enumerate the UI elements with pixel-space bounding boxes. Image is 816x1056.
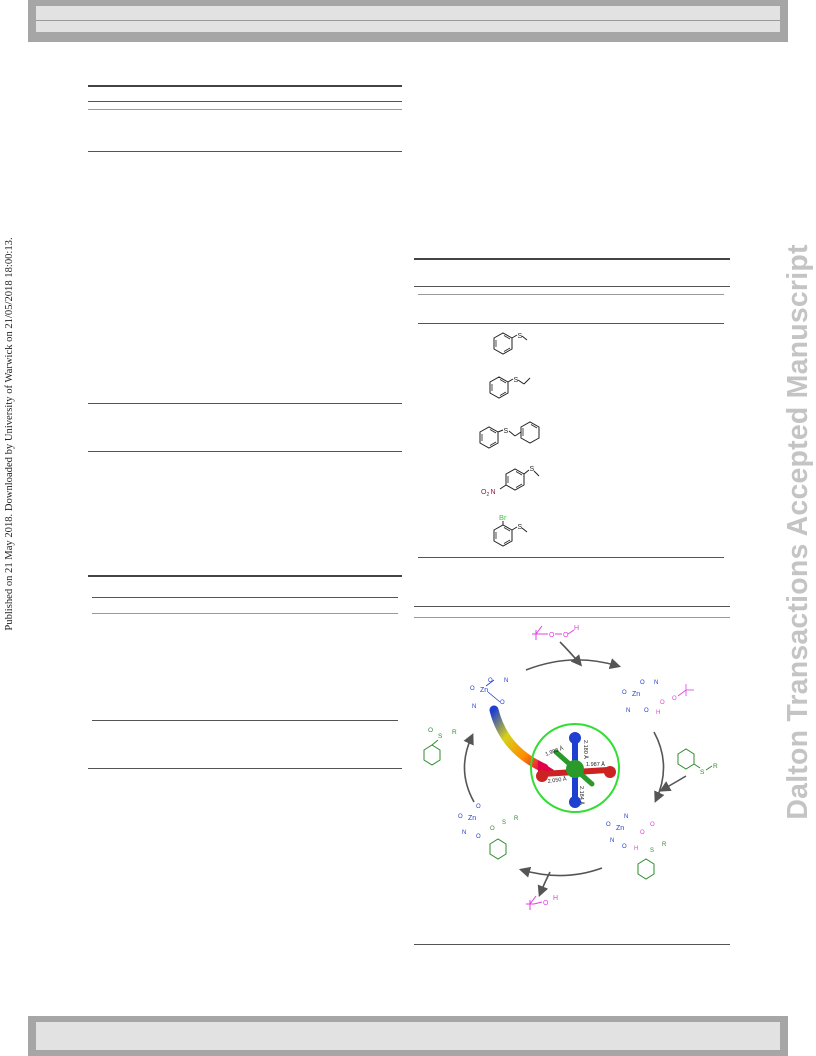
svg-text:O: O	[606, 822, 611, 828]
substrate-ethyl-phenyl-sulfide: S	[489, 376, 531, 399]
svg-text:N: N	[626, 708, 630, 714]
svg-text:R: R	[452, 729, 457, 736]
svg-text:O: O	[640, 830, 645, 836]
svg-text:O: O	[660, 700, 665, 706]
svg-text:O: O	[650, 822, 655, 828]
svg-text:S: S	[438, 733, 443, 740]
tbhp-oxidant: O O H	[532, 625, 579, 640]
svg-text:H: H	[553, 895, 558, 902]
oxygen-label: O	[549, 632, 555, 639]
zinc-complex-top-left: Zn O N O N O	[470, 678, 508, 710]
hydrogen-label: H	[574, 625, 579, 632]
svg-text:O: O	[672, 696, 677, 702]
svg-text:Zn: Zn	[468, 815, 476, 822]
svg-text:Zn: Zn	[632, 691, 640, 698]
svg-text:N: N	[504, 678, 508, 684]
svg-text:O: O	[500, 700, 505, 706]
svg-text:O: O	[428, 727, 433, 734]
svg-text:S: S	[650, 848, 654, 854]
svg-text:N: N	[624, 814, 628, 820]
substrate-4-nitrothioanisole: S O 2 N	[481, 466, 540, 498]
svg-text:O: O	[458, 814, 463, 820]
catalytic-cycle-scheme: 1.993 Å 2.180 Å 1.987 Å 2.050 Å 2.184 Å …	[423, 625, 718, 910]
svg-text:O: O	[476, 834, 481, 840]
svg-text:O: O	[640, 680, 645, 686]
nitro-subscript: 2	[487, 492, 490, 498]
svg-text:O: O	[476, 804, 481, 810]
substrate-benzyl-phenyl-sulfide: S	[479, 421, 540, 449]
svg-text:Zn: Zn	[480, 687, 488, 694]
nitro-oxygen-label: O	[481, 489, 487, 496]
svg-text:H: H	[656, 710, 660, 716]
svg-text:N: N	[654, 680, 658, 686]
zinc-complex-top-right: Zn O N O N O O O H	[622, 680, 694, 716]
rainbow-arrow	[489, 705, 549, 773]
sulfur-label: S	[518, 333, 523, 340]
sulfoxide-product-left: O S R	[423, 727, 457, 766]
svg-text:H: H	[634, 846, 638, 852]
svg-text:R: R	[662, 842, 667, 848]
svg-text:R: R	[713, 763, 718, 770]
svg-text:S: S	[502, 820, 506, 826]
svg-text:S: S	[700, 769, 705, 776]
svg-text:R: R	[514, 816, 519, 822]
bond-length-3: 1.987 Å	[586, 761, 605, 768]
svg-text:O: O	[622, 690, 627, 696]
svg-text:O: O	[488, 678, 493, 684]
publication-side-note: Published on 21 May 2018. Downloaded by …	[4, 237, 15, 631]
sulfide-substrate-right: S R	[677, 748, 718, 776]
zinc-coordination-core: 1.993 Å 2.180 Å 1.987 Å 2.050 Å 2.184 Å	[530, 723, 620, 813]
page-footer-bar	[28, 1016, 788, 1056]
sulfur-label: S	[514, 377, 519, 384]
substrate-2-bromothioanisole: Br S	[493, 513, 528, 547]
sulfur-label: S	[504, 428, 509, 435]
bond-length-2: 2.180 Å	[582, 740, 589, 759]
zinc-complex-bottom-left: Zn O O N O O S R	[458, 804, 519, 860]
substrate-thioanisole: S	[493, 332, 528, 355]
tbuoh-byproduct: O H	[526, 895, 558, 910]
nitro-nitrogen-label: N	[491, 489, 496, 496]
oxygen-label: O	[563, 632, 569, 639]
sulfur-label: S	[518, 524, 523, 531]
bond-length-4: 2.050 Å	[547, 775, 567, 785]
bond-length-5: 2.184 Å	[578, 786, 585, 805]
svg-text:N: N	[472, 704, 476, 710]
svg-text:O: O	[622, 844, 627, 850]
accepted-manuscript-watermark: Dalton Transactions Accepted Manuscript	[782, 244, 814, 820]
svg-text:N: N	[462, 830, 466, 836]
bromine-label: Br	[499, 513, 507, 522]
svg-text:O: O	[490, 826, 495, 832]
cycle-arrows	[463, 641, 687, 897]
page-header-bar	[28, 0, 788, 42]
svg-text:O: O	[470, 686, 475, 692]
zinc-complex-bottom-right: Zn N O N O O O H S R	[606, 814, 667, 880]
svg-text:N: N	[610, 838, 614, 844]
svg-text:Zn: Zn	[616, 825, 624, 832]
svg-text:O: O	[543, 900, 549, 907]
sulfur-label: S	[530, 466, 535, 473]
svg-text:O: O	[644, 708, 649, 714]
